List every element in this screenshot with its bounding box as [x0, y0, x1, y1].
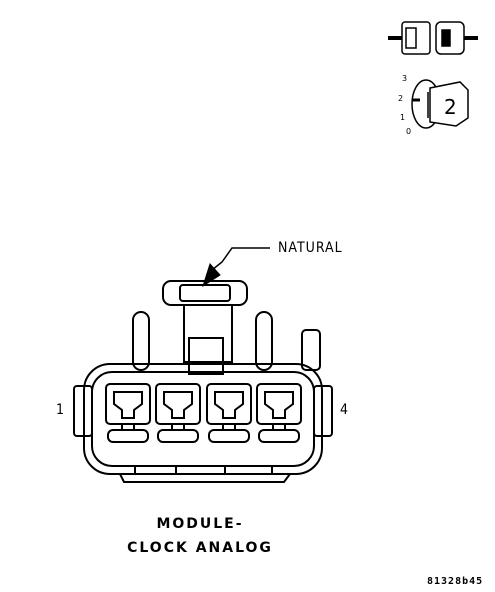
pin-number-first: 1 — [56, 402, 65, 418]
connector-body — [73, 280, 333, 483]
key-position-2: 2 — [398, 94, 404, 103]
connector-side-view-icon — [388, 21, 478, 55]
cavity-3 — [206, 383, 252, 443]
ignition-key-icon — [411, 79, 469, 129]
pin-cavities — [105, 383, 302, 443]
wire-color-label: NATURAL — [278, 240, 343, 256]
figure-reference: 81328b45 — [427, 576, 484, 587]
cavity-1 — [105, 383, 151, 443]
key-position-0: 0 — [406, 127, 412, 136]
diagram-title-line1: MODULE- — [156, 516, 244, 532]
cavity-2 — [155, 383, 201, 443]
diagram-title-line2: CLOCK ANALOG — [127, 540, 273, 556]
key-position-3: 3 — [402, 74, 408, 83]
key-number-label: 2 — [444, 95, 457, 119]
key-position-1: 1 — [400, 113, 406, 122]
pin-number-last: 4 — [340, 402, 349, 418]
cavity-4 — [256, 383, 302, 443]
